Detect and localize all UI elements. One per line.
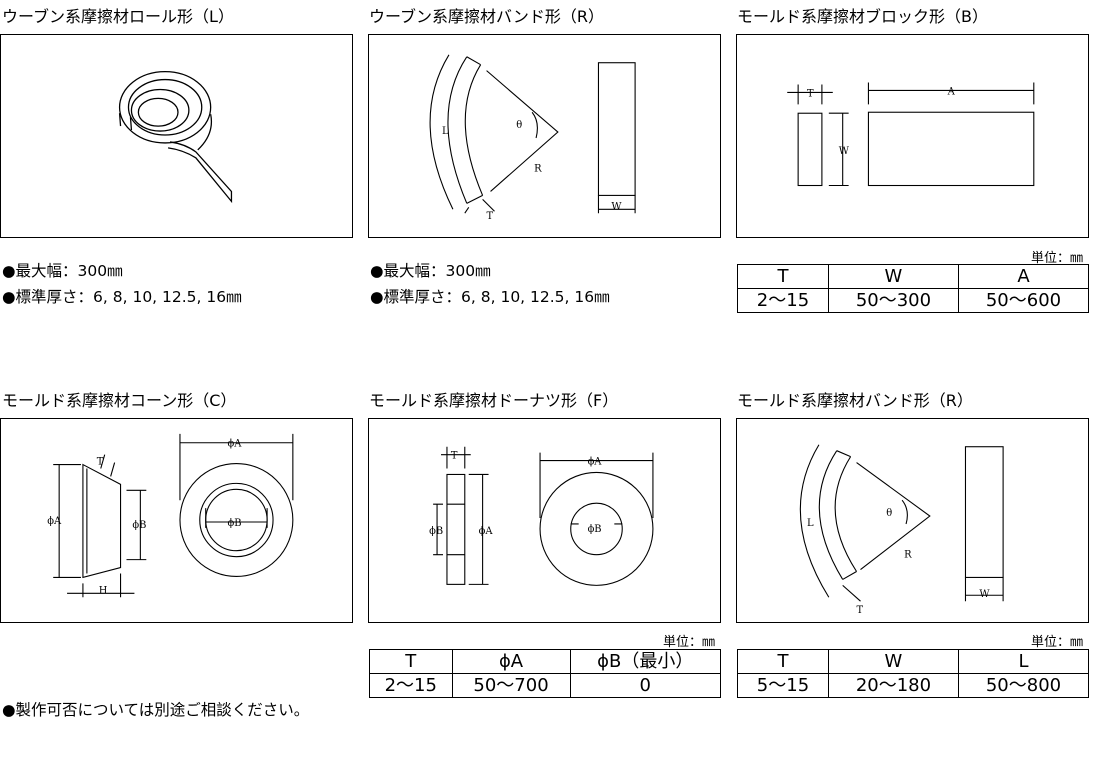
table-header-cell: T bbox=[737, 649, 829, 674]
panel-title-molded-band: モールド系摩擦材バンド形（R） bbox=[737, 391, 973, 410]
table-cell: 2〜15 bbox=[737, 288, 829, 313]
dim-label-W: W bbox=[979, 589, 990, 600]
panel-title-woven-roll: ウーブン系摩擦材ロール形（L） bbox=[2, 7, 234, 26]
block-unit-label: 単位：㎜ bbox=[1031, 251, 1084, 266]
dim-label-L: L bbox=[807, 518, 814, 529]
dim-label-T: T bbox=[451, 451, 458, 462]
molded-block-drawing: T A W bbox=[787, 82, 1035, 187]
std-thickness-note: ●標準厚さ：6, 8, 10, 12.5, 16㎜ bbox=[370, 288, 610, 306]
table-row: 2〜15 50〜300 50〜600 bbox=[737, 288, 1090, 313]
table-header-cell: W bbox=[827, 649, 959, 674]
dim-label-R: R bbox=[904, 550, 912, 561]
dim-label-T: T bbox=[97, 457, 104, 468]
panel-title-woven-band: ウーブン系摩擦材バンド形（R） bbox=[369, 7, 604, 26]
table-cell: 20〜180 bbox=[827, 673, 959, 698]
dim-label-phiB: ϕB bbox=[132, 520, 146, 531]
diagram-woven-band: L θ R T W bbox=[368, 34, 721, 238]
table-header-row: T W A bbox=[737, 264, 1090, 289]
dim-label-T: T bbox=[857, 605, 864, 616]
table-cell: 50〜300 bbox=[827, 288, 959, 313]
table-header-row: T W L bbox=[737, 649, 1090, 674]
std-thickness-note: ●標準厚さ：6, 8, 10, 12.5, 16㎜ bbox=[2, 288, 242, 306]
table-cell: 2〜15 bbox=[369, 673, 453, 698]
table-header-cell: W bbox=[827, 264, 959, 289]
band-unit-label: 単位：㎜ bbox=[1031, 635, 1084, 650]
dim-label-W: W bbox=[611, 201, 622, 212]
footer-note: ●製作可否については別途ご相談ください。 bbox=[2, 701, 310, 719]
dim-label-A: A bbox=[947, 86, 956, 97]
max-width-note: ●最大幅：300㎜ bbox=[370, 262, 491, 280]
woven-roll-notes: ●最大幅：300㎜ ●標準厚さ：6, 8, 10, 12.5, 16㎜ bbox=[2, 258, 242, 310]
woven-band-drawing: L θ R T W bbox=[429, 54, 636, 222]
table-cell: 50〜600 bbox=[957, 288, 1090, 313]
band-spec-table: T W L 5〜15 20〜180 50〜800 bbox=[737, 649, 1090, 698]
dim-label-phiA: ϕA bbox=[47, 516, 62, 527]
dim-label-L: L bbox=[442, 126, 449, 137]
table-header-cell: T bbox=[737, 264, 829, 289]
table-header-cell: ϕA bbox=[451, 649, 571, 674]
molded-donut-drawing: T ϕB ϕA ϕA ϕB bbox=[429, 446, 654, 586]
dim-label-R: R bbox=[534, 164, 542, 175]
table-header-cell: A bbox=[957, 264, 1090, 289]
table-cell: 50〜800 bbox=[957, 673, 1090, 698]
diagram-molded-band: L θ R T W bbox=[736, 418, 1089, 623]
table-cell: 5〜15 bbox=[737, 673, 829, 698]
dim-label-W: W bbox=[839, 146, 850, 157]
table-cell: 0 bbox=[569, 673, 722, 698]
max-width-note: ●最大幅：300㎜ bbox=[2, 262, 123, 280]
molded-band-drawing: L θ R T W bbox=[799, 444, 1004, 616]
dim-label-phiA: ϕA bbox=[588, 457, 603, 468]
table-header-cell: T bbox=[369, 649, 453, 674]
woven-roll-drawing bbox=[118, 70, 233, 204]
table-header-cell: L bbox=[957, 649, 1090, 674]
dim-label-phiB: ϕB bbox=[588, 524, 602, 535]
diagram-woven-roll bbox=[0, 34, 353, 238]
dim-label-T: T bbox=[487, 211, 494, 222]
diagram-molded-cone: T ϕA ϕB H ϕA ϕB bbox=[0, 418, 353, 623]
woven-band-notes: ●最大幅：300㎜ ●標準厚さ：6, 8, 10, 12.5, 16㎜ bbox=[370, 258, 610, 310]
block-spec-table: T W A 2〜15 50〜300 50〜600 bbox=[737, 264, 1090, 313]
dim-label-H: H bbox=[99, 585, 108, 596]
panel-title-molded-cone: モールド系摩擦材コーン形（C） bbox=[2, 391, 237, 410]
table-row: 2〜15 50〜700 0 bbox=[369, 673, 722, 698]
dim-label-phiB: ϕB bbox=[429, 526, 443, 537]
dim-label-theta: θ bbox=[886, 508, 892, 519]
table-cell: 50〜700 bbox=[451, 673, 571, 698]
dim-label-T: T bbox=[807, 88, 814, 99]
diagram-molded-donut: T ϕB ϕA ϕA ϕB bbox=[368, 418, 721, 623]
dim-label-theta: θ bbox=[516, 120, 522, 131]
dim-label-phiA: ϕA bbox=[227, 439, 242, 450]
diagram-molded-block: T A W bbox=[736, 34, 1089, 238]
table-header-cell: ϕB（最小） bbox=[569, 649, 722, 674]
donut-spec-table: T ϕA ϕB（最小） 2〜15 50〜700 0 bbox=[369, 649, 722, 698]
molded-cone-drawing: T ϕA ϕB H ϕA ϕB bbox=[47, 433, 294, 598]
table-row: 5〜15 20〜180 50〜800 bbox=[737, 673, 1090, 698]
table-header-row: T ϕA ϕB（最小） bbox=[369, 649, 722, 674]
dim-label-phiA: ϕA bbox=[479, 526, 494, 537]
dim-label-phiB: ϕB bbox=[227, 518, 241, 529]
donut-unit-label: 単位：㎜ bbox=[663, 635, 716, 650]
panel-title-molded-donut: モールド系摩擦材ドーナツ形（F） bbox=[369, 391, 619, 410]
panel-title-molded-block: モールド系摩擦材ブロック形（B） bbox=[737, 7, 988, 26]
